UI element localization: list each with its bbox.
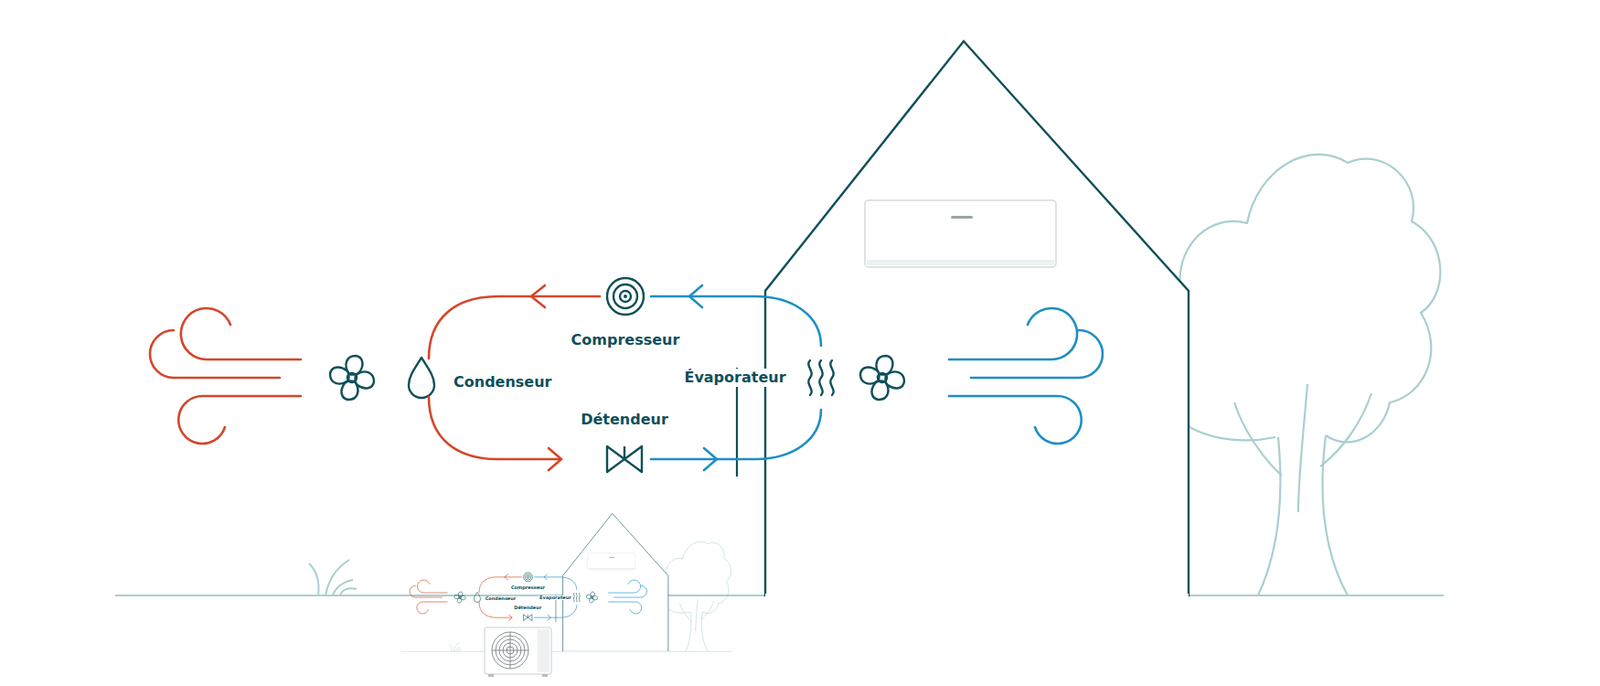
part-label: Condenseur [449, 373, 555, 392]
part-label: Évaporateur [680, 368, 790, 387]
part-label: Compresseur [510, 585, 546, 590]
thumbnail [401, 512, 733, 677]
part-label: Évaporateur [538, 595, 573, 600]
part-label: Détendeur [576, 410, 672, 429]
part-label: Condenseur [484, 596, 518, 601]
part-label: Détendeur [512, 605, 543, 610]
part-label: Compresseur [567, 330, 684, 350]
